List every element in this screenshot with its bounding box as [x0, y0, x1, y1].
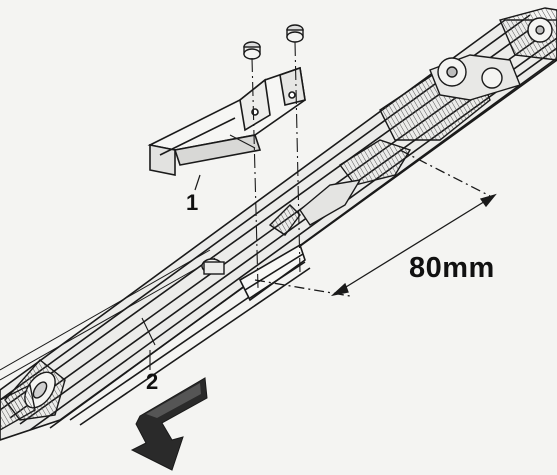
rail-end-right [299, 7, 557, 226]
nut-icon [243, 24, 304, 60]
direction-arrow-icon [130, 377, 208, 471]
dimension-marker [254, 149, 497, 297]
callout-1: 1 [186, 190, 199, 215]
leader-lines [141, 317, 156, 370]
alignment-lines [251, 41, 301, 289]
part-1-bracket [147, 66, 306, 191]
rail-clip [201, 204, 301, 275]
dimension-label: 80mm [409, 252, 495, 284]
rail-end-left [0, 359, 66, 431]
callout-2: 2 [146, 369, 159, 394]
